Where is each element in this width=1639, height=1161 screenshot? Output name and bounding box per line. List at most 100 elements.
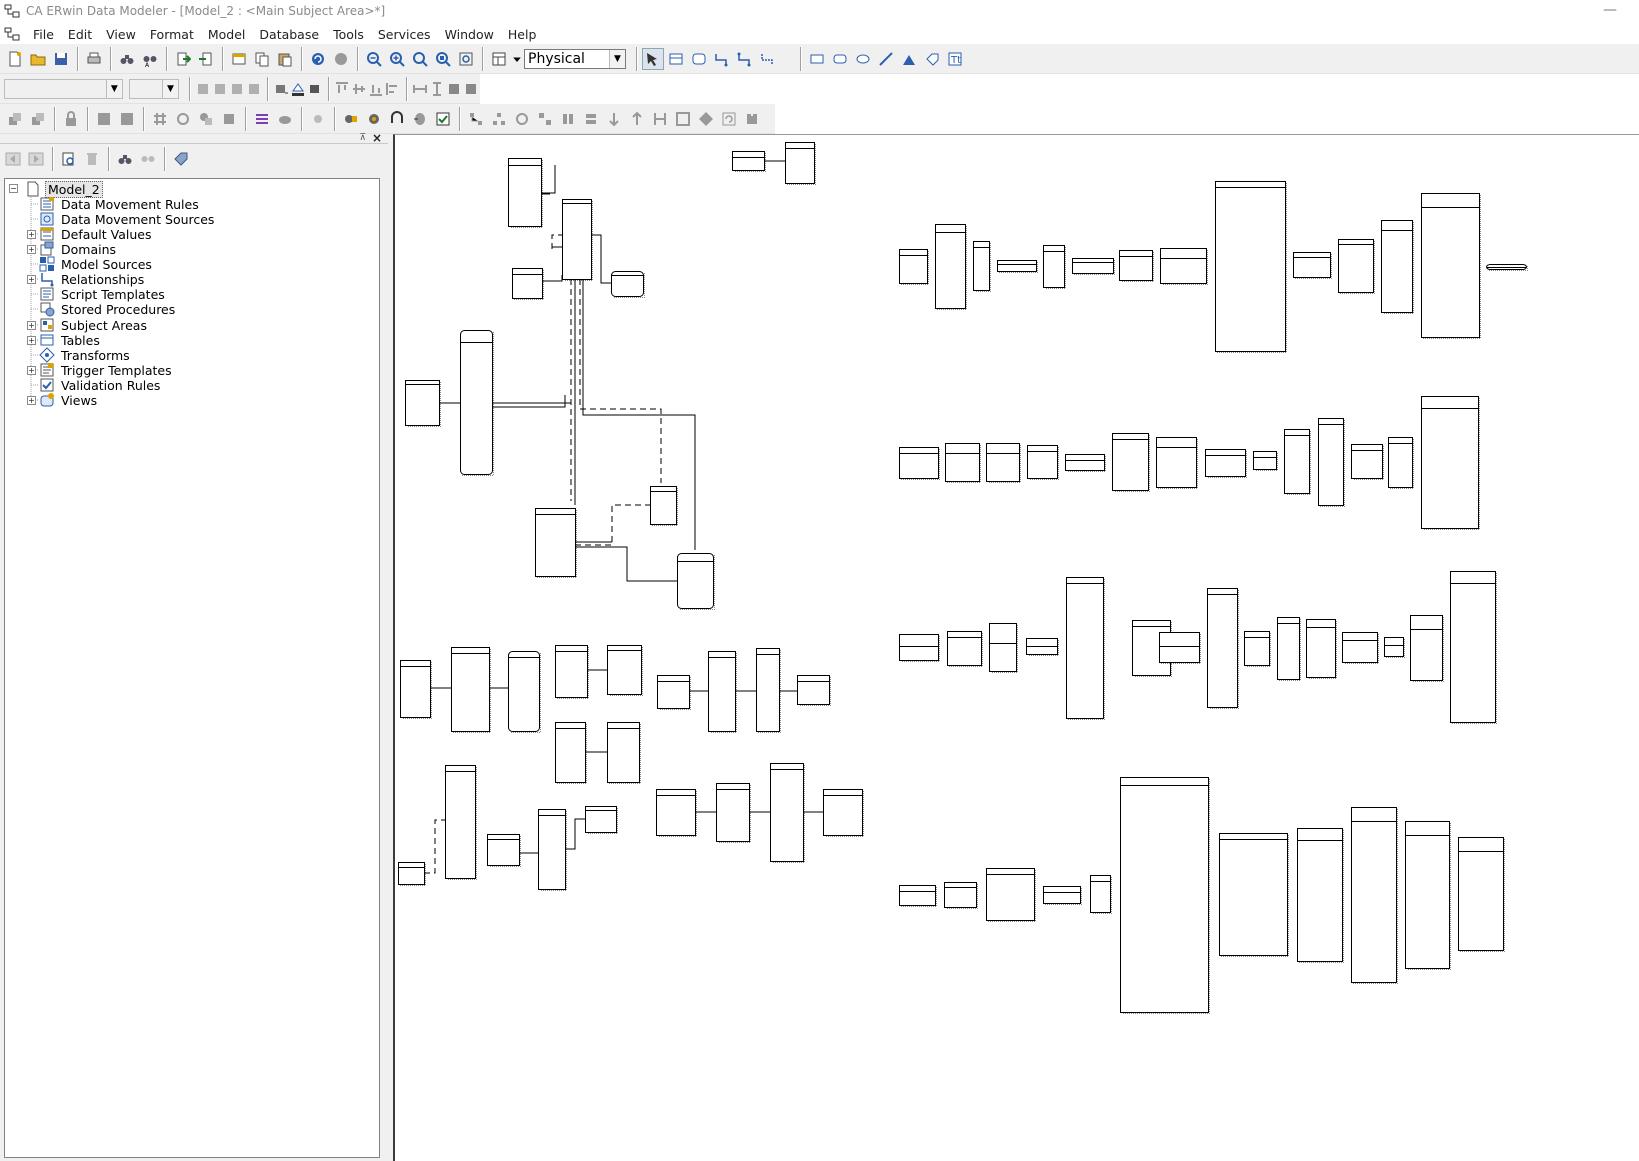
non-identifying-relationship-button[interactable] [757,48,779,70]
entity-table[interactable] [1159,632,1201,664]
entity-box[interactable] [986,443,1020,482]
stored-display-button[interactable] [218,108,240,130]
zoom-area-button[interactable] [455,48,477,70]
ellipse-tool-button[interactable] [852,48,874,70]
entity-table[interactable] [405,380,441,427]
entity-box[interactable] [445,765,476,879]
expand-icon[interactable]: + [27,230,36,239]
entity-box[interactable] [611,271,644,297]
entity-box[interactable] [1120,777,1209,1013]
expand-icon[interactable]: + [27,336,36,345]
entity-table[interactable] [1219,833,1289,957]
move-up-button[interactable] [626,108,648,130]
entity-table[interactable] [400,660,432,719]
columns-button[interactable] [557,108,579,130]
entity-table[interactable] [1205,449,1247,478]
entity-box[interactable] [708,651,736,732]
minimize-button[interactable]: — [1603,2,1617,18]
entity-box[interactable] [398,862,425,885]
entity-table[interactable] [1065,454,1106,472]
entity-box[interactable] [899,447,939,479]
entity-table[interactable] [899,885,937,907]
entity-box[interactable] [1384,637,1404,657]
entity-box[interactable] [997,260,1037,272]
entity-table[interactable] [986,443,1021,483]
grid-button[interactable] [149,108,171,130]
align-left-button[interactable] [385,78,401,100]
entity-table[interactable] [1351,444,1384,480]
entity-box[interactable] [989,623,1017,672]
entity-box[interactable] [1421,193,1480,338]
entity-table[interactable] [1450,571,1497,724]
align-top-button[interactable] [334,78,350,100]
tree-item-default-values[interactable]: Default Values [39,226,154,242]
entity-table[interactable] [512,268,544,300]
entity-box[interactable] [405,380,440,426]
relationship-line[interactable] [492,395,566,408]
paste-button[interactable] [274,48,296,70]
entity-table[interactable] [899,447,940,480]
entity-box[interactable] [1306,619,1336,678]
menu-help[interactable]: Help [507,26,537,42]
copy-button[interactable] [251,48,273,70]
space-horizontal-button[interactable] [412,78,428,100]
move-down-button[interactable] [603,108,625,130]
entity-table[interactable] [1277,617,1301,681]
hierarchical-layout-button[interactable] [488,108,510,130]
find-button[interactable] [116,48,138,70]
entity-table[interactable] [445,765,477,880]
expand-icon[interactable]: + [27,321,36,330]
menu-window[interactable]: Window [444,26,494,42]
polygon-tool-button[interactable] [921,48,943,70]
entity-box[interactable] [1351,444,1383,479]
entity-table[interactable] [1120,777,1210,1014]
entity-table[interactable] [997,260,1038,273]
relationship-line[interactable] [551,234,562,249]
entity-box[interactable] [1159,632,1200,663]
entity-table[interactable] [973,241,991,292]
document-icon[interactable] [4,26,20,42]
entity-box[interactable] [1277,617,1300,680]
new-model-button[interactable] [4,48,26,70]
entity-table[interactable] [1253,451,1278,471]
entity-table[interactable] [657,675,691,710]
entity-box[interactable] [1284,429,1310,494]
entity-table[interactable] [732,151,766,172]
entity-table[interactable] [1119,250,1154,282]
refresh-button[interactable] [172,108,194,130]
tree-item-stored-procedures[interactable]: Stored Procedures [39,301,177,317]
line-color-button[interactable] [307,78,323,100]
entity-table[interactable] [1207,588,1239,709]
close-panel-button[interactable]: × [371,131,382,145]
entity-table[interactable] [677,553,715,610]
menu-view[interactable]: View [106,26,136,42]
properties-button[interactable] [228,48,250,70]
expand-icon[interactable]: + [27,275,36,284]
entity-table[interactable] [1421,396,1480,530]
entity-table[interactable] [508,651,541,733]
align-middle-button[interactable] [351,78,367,100]
entity-box[interactable] [944,882,977,908]
same-width-button[interactable] [463,78,479,100]
rounded-rectangle-tool-button[interactable] [829,48,851,70]
entity-box[interactable] [1421,396,1479,529]
entity-box[interactable] [508,651,540,732]
entity-box[interactable] [451,647,490,732]
entity-box[interactable] [1027,445,1058,479]
bold-button[interactable] [195,78,211,100]
relationship-line[interactable] [575,546,677,582]
tree-item-model-sources[interactable]: Model Sources [39,256,154,272]
cloud-button[interactable] [274,108,296,130]
tree-item-data-movement-rules[interactable]: Data Movement Rules [39,196,201,212]
entity-table[interactable] [756,648,781,733]
zoom-normal-button[interactable] [432,48,454,70]
frame-button[interactable] [672,108,694,130]
entity-box[interactable] [1090,875,1111,913]
diamond-button[interactable] [695,108,717,130]
import-button[interactable] [172,48,194,70]
explorer-options-button[interactable] [170,148,192,170]
menu-services[interactable]: Services [377,26,431,42]
transform-button[interactable] [251,108,273,130]
tree-item-data-movement-sources[interactable]: Data Movement Sources [39,211,216,227]
entity-box[interactable] [947,631,982,666]
